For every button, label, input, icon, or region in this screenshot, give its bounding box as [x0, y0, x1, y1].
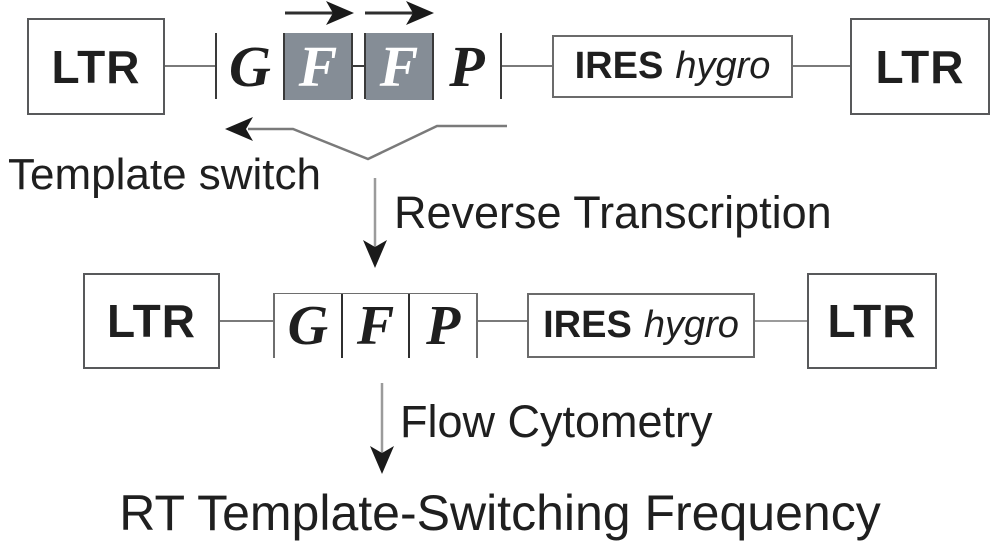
top-segment-g: G: [217, 32, 283, 100]
top-segment-f1-label: F: [298, 33, 338, 99]
template-switch-label: Template switch: [8, 150, 322, 199]
top-ltr-left-label: LTR: [51, 40, 141, 93]
transcript-arrow-2-head: [406, 1, 434, 25]
bottom-ltr-left-box: LTR: [83, 273, 220, 369]
bottom-ltr-right-box: LTR: [807, 273, 937, 369]
top-ires-label: IRES: [574, 45, 664, 87]
bottom-hygro-label: hygro: [643, 304, 739, 346]
bottom-segment-p: P: [408, 293, 477, 358]
top-ltr-left-box: LTR: [27, 18, 165, 115]
top-segment-p: P: [432, 32, 500, 100]
bottom-ires-label: IRES: [543, 304, 632, 346]
flow-cytometry-label: Flow Cytometry: [400, 396, 713, 447]
bottom-gfp-box: G F P: [273, 293, 478, 358]
top-ltr-right-label: LTR: [875, 40, 965, 93]
template-switch-line: [248, 124, 507, 161]
reverse-transcription-arrowhead: [363, 240, 387, 268]
top-segment-f2-shaded: F: [366, 32, 432, 100]
top-ires-hygro-box: IRES hygro: [552, 35, 793, 98]
bottom-ltr-right-label: LTR: [827, 295, 917, 347]
result-label: RT Template-Switching Frequency: [119, 485, 881, 541]
bottom-ltr-left-label: LTR: [106, 295, 196, 347]
top-gf-box: G F: [215, 32, 353, 100]
bottom-segment-p-label: P: [426, 294, 461, 357]
top-ltr-right-box: LTR: [850, 18, 990, 115]
bottom-segment-g: G: [275, 293, 341, 358]
top-hygro-label: hygro: [675, 45, 771, 87]
bottom-ires-hygro-box: IRES hygro: [527, 293, 755, 358]
transcript-arrow-1-head: [326, 1, 354, 25]
template-switch-arrowhead: [225, 117, 253, 141]
top-segment-f1-shaded: F: [283, 32, 351, 100]
top-segment-p-label: P: [449, 33, 485, 99]
flow-cytometry-arrowhead: [370, 446, 394, 474]
top-segment-g-label: G: [229, 33, 271, 99]
bottom-segment-g-label: G: [287, 294, 329, 357]
top-segment-f2-label: F: [379, 33, 419, 99]
reverse-transcription-label: Reverse Transcription: [394, 187, 832, 238]
bottom-segment-f: F: [340, 293, 409, 358]
bottom-segment-f-label: F: [356, 294, 395, 357]
top-fp-box: F P: [364, 32, 502, 100]
